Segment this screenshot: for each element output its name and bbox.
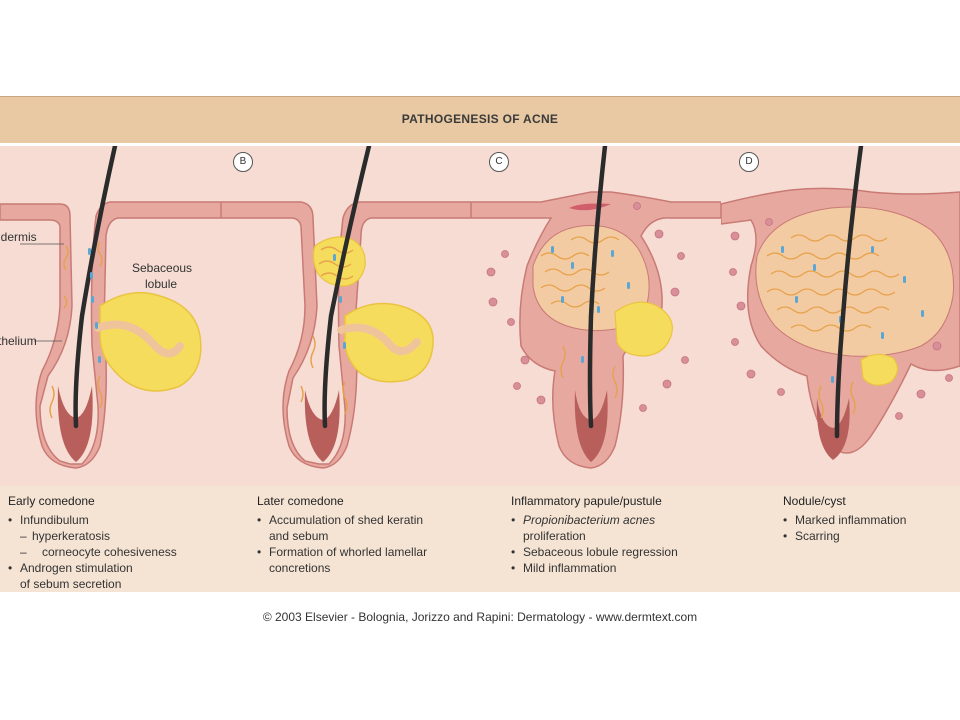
caption-item: Propionibacterium acnes	[511, 512, 678, 528]
caption-item: Marked inflammation	[783, 512, 906, 528]
epidermis-label: idermis	[0, 230, 37, 244]
panel-title: Later comedone	[257, 494, 344, 508]
caption-list: Marked inflammationScarring	[783, 512, 906, 544]
later-comedone-illustration	[221, 146, 471, 486]
panel-nodule-cyst: D Nodule/cyst Marked inflammationScarrin…	[721, 146, 960, 592]
caption-item: concretions	[269, 561, 331, 575]
caption-item: Androgen stimulation	[8, 560, 177, 576]
caption-item: Scarring	[783, 528, 906, 544]
caption-item: of sebum secretion	[20, 577, 122, 591]
caption-list: Propionibacterium acnesproliferationSeba…	[511, 512, 678, 576]
panel-title: Nodule/cyst	[783, 494, 846, 508]
panel-letter-c: C	[489, 152, 509, 172]
acne-pathogenesis-figure: PATHOGENESIS OF ACNE idermis Se	[0, 96, 960, 592]
caption-item: Mild inflammation	[511, 560, 678, 576]
panel-letter-b: B	[233, 152, 253, 172]
caption-item: Formation of whorled lamellar	[257, 544, 427, 560]
figure-header: PATHOGENESIS OF ACNE	[0, 96, 960, 146]
caption-item: Sebaceous lobule regression	[511, 544, 678, 560]
caption-item: Infundibulum	[8, 512, 177, 528]
nodule-cyst-illustration	[721, 146, 960, 486]
caption-later-comedone: Later comedone Accumulation of shed kera…	[221, 486, 471, 592]
inflammatory-papule-illustration	[471, 146, 721, 486]
caption-item: and sebum	[269, 529, 329, 543]
panel-later-comedone: B Later comedone Accumulation of shed ke…	[221, 146, 472, 592]
caption-list: Infundibulumhyperkeratosiscorneocyte coh…	[8, 512, 177, 592]
caption-item: Accumulation of shed keratin	[257, 512, 427, 528]
caption-item: hyperkeratosis	[8, 528, 177, 544]
caption-item: corneocyte cohesiveness	[8, 544, 177, 560]
caption-item: proliferation	[523, 529, 586, 543]
copyright-notice: © 2003 Elsevier - Bolognia, Jorizzo and …	[262, 610, 698, 624]
panel-title: Inflammatory papule/pustule	[511, 494, 662, 508]
figure-title: PATHOGENESIS OF ACNE	[401, 112, 559, 126]
panel-inflammatory-papule: C Inflammatory papule/pustule Propioniba…	[471, 146, 722, 592]
sebaceous-label: Sebaceous	[132, 261, 193, 275]
epithelium-label: thelium	[0, 334, 37, 348]
caption-nodule-cyst: Nodule/cyst Marked inflammationScarring	[721, 486, 960, 592]
early-comedone-illustration	[0, 146, 221, 486]
caption-inflammatory-papule: Inflammatory papule/pustule Propionibact…	[471, 486, 721, 592]
panel-early-comedone: idermis Sebaceous lobule thelium Early c…	[0, 146, 222, 592]
panel-letter-d: D	[739, 152, 759, 172]
panel-title: Early comedone	[8, 494, 95, 508]
lobule-label: lobule	[145, 277, 178, 291]
caption-early-comedone: Early comedone Infundibulumhyperkeratosi…	[0, 486, 221, 592]
